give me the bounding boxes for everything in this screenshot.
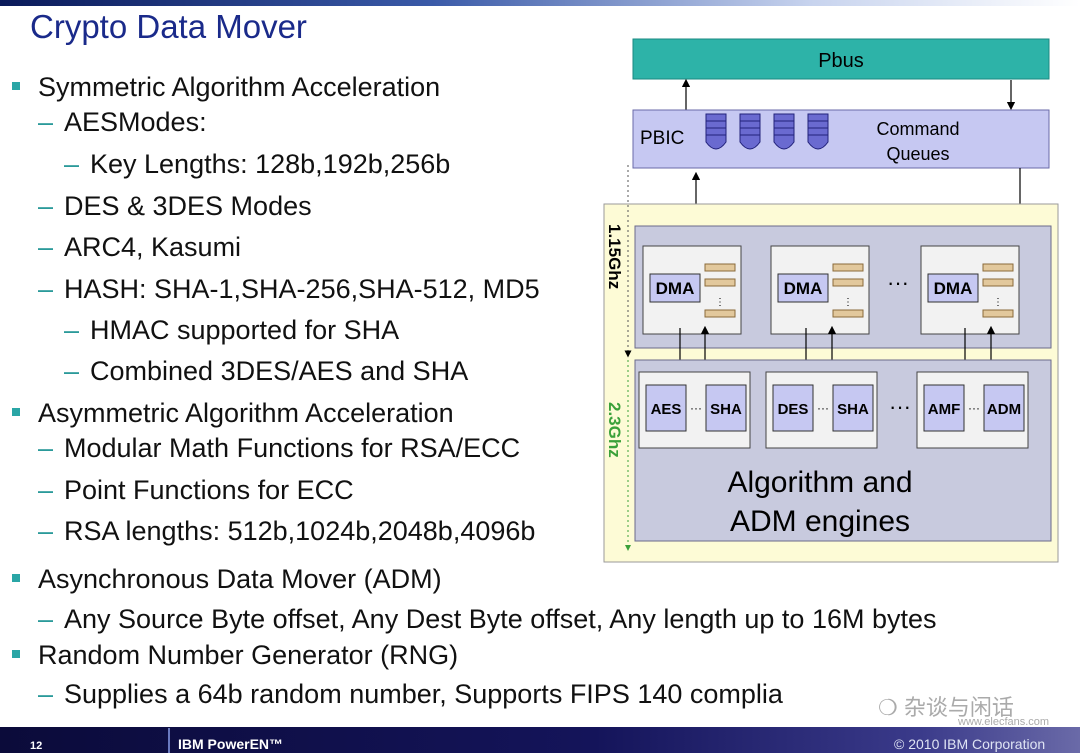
bullet-item: Asynchronous Data Mover (ADM) — [12, 564, 442, 595]
engine-group-ellipsis: ··· — [889, 394, 911, 419]
engine-label: SHA — [710, 401, 742, 418]
bullet-item: –HASH: SHA-1,SHA-256,SHA-512, MD5 — [38, 274, 540, 304]
chat-bubble-icon: ❍ — [878, 695, 904, 720]
bullet-square-icon — [12, 81, 20, 90]
footer-divider — [168, 728, 170, 753]
pbic-label: PBIC — [640, 128, 684, 149]
dma-ellipsis: ··· — [887, 270, 909, 295]
footer-brand: IBM PowerEN™ — [178, 736, 284, 752]
command-queues-label: Queues — [886, 144, 949, 164]
top-banner — [0, 0, 1080, 6]
queue-icon — [807, 113, 829, 150]
dma-unit: DMA ⋮ — [642, 245, 742, 335]
bullet-item: Asymmetric Algorithm Acceleration — [12, 398, 454, 429]
algorithm-label: ADM engines — [730, 505, 910, 538]
queue-icon — [705, 113, 727, 150]
engine-label: ADM — [987, 401, 1021, 418]
svg-text:⋮: ⋮ — [843, 297, 853, 308]
dash-icon: – — [38, 107, 54, 137]
pbic-box — [632, 109, 1050, 169]
engine-label: DES — [778, 401, 809, 418]
dma-label: DMA — [656, 279, 695, 298]
dash-icon: – — [64, 356, 80, 386]
bullet-item: –AESModes: — [38, 107, 207, 137]
svg-text:⋮: ⋮ — [993, 297, 1003, 308]
bullet-item: Random Number Generator (RNG) — [12, 640, 458, 671]
pbus-label: Pbus — [818, 50, 864, 72]
dash-icon: – — [64, 149, 80, 179]
queue-icon — [739, 113, 761, 150]
page-number: 12 — [30, 740, 43, 752]
bullet-item: –Modular Math Functions for RSA/ECC — [38, 433, 521, 463]
bullet-item: –Supplies a 64b random number, Supports … — [38, 679, 783, 709]
engine-pair: AES SHA ··· — [638, 371, 751, 449]
dash-icon: – — [38, 516, 54, 546]
dash-icon: – — [38, 475, 54, 505]
engine-pair: DES SHA ··· — [765, 371, 878, 449]
bullet-square-icon — [12, 573, 20, 582]
watermark: ❍ 杂谈与闲话 — [878, 695, 1014, 720]
dash-icon: – — [38, 604, 54, 634]
pbus-bar — [632, 38, 1050, 80]
dma-unit: DMA ⋮ — [770, 245, 870, 335]
engine-ellipsis: ··· — [968, 401, 980, 415]
footer-bar — [0, 727, 1080, 753]
engine-label: SHA — [837, 401, 869, 418]
bullet-item: –RSA lengths: 512b,1024b,2048b,4096b — [38, 516, 536, 546]
dash-icon: – — [38, 679, 54, 709]
dash-icon: – — [64, 315, 80, 345]
bullet-item: –Key Lengths: 128b,192b,256b — [64, 149, 451, 179]
queue-icon — [773, 113, 795, 150]
engine-label: AES — [651, 401, 682, 418]
watermark-site: www.elecfans.com — [958, 716, 1050, 728]
bullet-item: –Point Functions for ECC — [38, 475, 354, 505]
bullet-item: Symmetric Algorithm Acceleration — [12, 72, 440, 103]
slide-title: Crypto Data Mover — [30, 8, 307, 45]
bullet-item: –HMAC supported for SHA — [64, 315, 400, 345]
bullet-square-icon — [12, 649, 20, 658]
dash-icon: – — [38, 191, 54, 221]
freq-alg-label: 2.3Ghz — [605, 402, 624, 458]
footer-copyright: © 2010 IBM Corporation — [894, 736, 1046, 752]
engine-pair: AMF ADM ··· — [916, 371, 1029, 449]
dash-icon: – — [38, 232, 54, 262]
bullet-item: –Combined 3DES/AES and SHA — [64, 356, 469, 386]
engine-ellipsis: ··· — [690, 401, 702, 415]
dma-label: DMA — [784, 279, 823, 298]
dash-icon: – — [38, 274, 54, 304]
algorithm-label: Algorithm and — [727, 466, 912, 499]
bullet-item: –DES & 3DES Modes — [38, 191, 312, 221]
svg-text:⋮: ⋮ — [715, 297, 725, 308]
bullet-square-icon — [12, 407, 20, 416]
engine-label: AMF — [928, 401, 961, 418]
bullet-item: –Any Source Byte offset, Any Dest Byte o… — [38, 604, 937, 634]
dash-icon: – — [38, 433, 54, 463]
bullet-item: –ARC4, Kasumi — [38, 232, 242, 262]
dma-label: DMA — [934, 279, 973, 298]
engine-ellipsis: ··· — [817, 401, 829, 415]
freq-dma-label: 1.15Ghz — [605, 224, 624, 289]
dma-unit: DMA ⋮ — [920, 245, 1020, 335]
command-queues-label: Command — [876, 119, 959, 139]
